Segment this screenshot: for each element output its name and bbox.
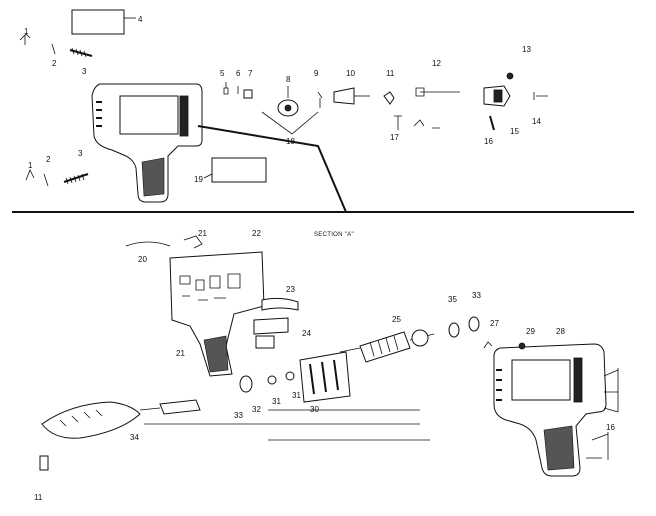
callout-2-top: 2 <box>52 59 57 68</box>
callout-21-top: 21 <box>198 229 207 238</box>
part-16-screws <box>586 369 619 459</box>
callout-22: 22 <box>252 229 261 238</box>
part-24-trigger <box>253 317 289 335</box>
part-33-bearing <box>239 375 253 393</box>
part-12-shaft <box>415 87 460 97</box>
callout-34: 34 <box>130 433 139 442</box>
callout-29: 29 <box>526 327 535 336</box>
callout-35-right: 35 <box>448 295 457 304</box>
part-27 <box>483 341 493 349</box>
leader-18 <box>261 111 319 135</box>
callout-6: 6 <box>236 69 241 78</box>
callout-10: 10 <box>346 69 355 78</box>
callout-28: 28 <box>556 327 565 336</box>
washer-part-2-lower <box>43 173 49 187</box>
plug <box>39 455 49 471</box>
part-29 <box>518 342 526 350</box>
footer-mark: 11 <box>34 493 43 502</box>
callout-7: 7 <box>248 69 253 78</box>
part-33-washer <box>468 316 480 332</box>
section-pointer-line <box>197 125 347 213</box>
housing-nameplate-top <box>119 95 179 135</box>
callout-27: 27 <box>490 319 499 328</box>
callout-1-top: 1 <box>24 27 29 36</box>
callout-8: 8 <box>286 75 291 84</box>
part-20-cord <box>125 241 171 247</box>
part-35-washer <box>448 322 460 338</box>
callout-21-lower: 21 <box>176 349 185 358</box>
callout-18: 18 <box>286 137 295 146</box>
part-25-armature <box>339 331 435 363</box>
part-8-chuck-gear <box>277 86 299 117</box>
callout-30: 30 <box>310 405 319 414</box>
part-9 <box>317 91 323 108</box>
washer-part-2-top <box>51 43 56 55</box>
part-10-spindle <box>333 87 370 105</box>
bolt-part-3-lower <box>63 173 89 183</box>
housing-nameplate-assembled <box>511 359 571 401</box>
callout-33-lower: 33 <box>234 411 243 420</box>
callout-33-right: 33 <box>472 291 481 300</box>
callout-17: 17 <box>390 133 399 142</box>
drill-housing-top <box>91 83 203 203</box>
label-plate-4 <box>71 9 125 35</box>
callout-16-top: 16 <box>484 137 493 146</box>
callout-5: 5 <box>220 69 225 78</box>
part-32 <box>267 375 277 385</box>
part-5 <box>223 82 229 95</box>
part-13 <box>506 72 514 80</box>
callout-31-right: 31 <box>292 391 301 400</box>
part-15-chuck <box>483 85 511 107</box>
callout-24: 24 <box>302 329 311 338</box>
callout-9: 9 <box>314 69 319 78</box>
part-17 <box>394 115 402 130</box>
callout-25: 25 <box>392 315 401 324</box>
callout-13: 13 <box>522 45 531 54</box>
callout-1-lower: 1 <box>28 161 33 170</box>
label-plate-19 <box>211 157 267 183</box>
callout-14: 14 <box>532 117 541 126</box>
grip-texture-top <box>141 157 165 197</box>
part-14-key <box>533 92 548 100</box>
callout-16-lower: 16 <box>606 423 615 432</box>
screw-part-1-lower <box>25 169 35 181</box>
callout-20: 20 <box>138 255 147 264</box>
callout-31-left: 31 <box>272 397 281 406</box>
fan <box>411 329 429 347</box>
housing-half-exploded <box>169 251 265 377</box>
part-31 <box>285 371 295 381</box>
callout-23: 23 <box>286 285 295 294</box>
callout-4: 4 <box>138 15 143 24</box>
part-11 <box>383 91 395 105</box>
callout-3-lower: 3 <box>78 149 83 158</box>
callout-2-lower: 2 <box>46 155 51 164</box>
callout-3-top: 3 <box>82 67 87 76</box>
callout-15: 15 <box>510 127 519 136</box>
callout-11: 11 <box>386 69 395 78</box>
callout-12: 12 <box>432 59 441 68</box>
part-21-clip <box>183 235 203 249</box>
section-label: SECTION "A" <box>314 232 354 238</box>
part-16-upper <box>489 115 495 131</box>
screw-part-1-top <box>19 33 31 45</box>
drill-housing-assembled <box>493 343 607 477</box>
part-34-cord-set <box>41 399 201 439</box>
part-30-field <box>299 351 351 403</box>
part-23-switch <box>261 297 299 311</box>
callout-32: 32 <box>252 405 261 414</box>
callout-19: 19 <box>194 175 203 184</box>
part-7 <box>243 89 253 99</box>
